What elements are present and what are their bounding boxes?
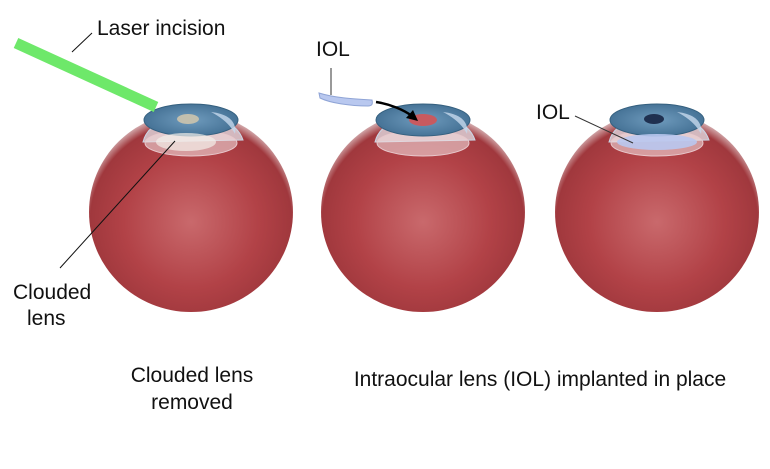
eye-iol-implanted bbox=[554, 103, 760, 313]
clouded-lens-leader-line bbox=[59, 140, 176, 269]
eye-clouded-lens bbox=[88, 103, 294, 313]
laser-leader-line bbox=[71, 32, 93, 53]
label-iol-free: IOL bbox=[316, 38, 350, 61]
clouded-lens-opacity bbox=[177, 114, 199, 124]
caption-step1-line2: removed bbox=[151, 391, 233, 414]
caption-step1-line1: Clouded lens bbox=[130, 364, 254, 387]
label-laser-incision: Laser incision bbox=[97, 17, 226, 40]
iol-lens bbox=[318, 92, 373, 107]
laser-beam bbox=[13, 37, 159, 113]
caption-step1: Clouded lens removed bbox=[92, 362, 292, 416]
caption-step2: Intraocular lens (IOL) implanted in plac… bbox=[353, 368, 727, 391]
label-clouded-line1: Clouded bbox=[13, 281, 92, 304]
eye-lens-removed bbox=[320, 103, 526, 313]
label-iol-implanted: IOL bbox=[536, 101, 570, 124]
label-clouded-line2: lens bbox=[27, 307, 66, 330]
